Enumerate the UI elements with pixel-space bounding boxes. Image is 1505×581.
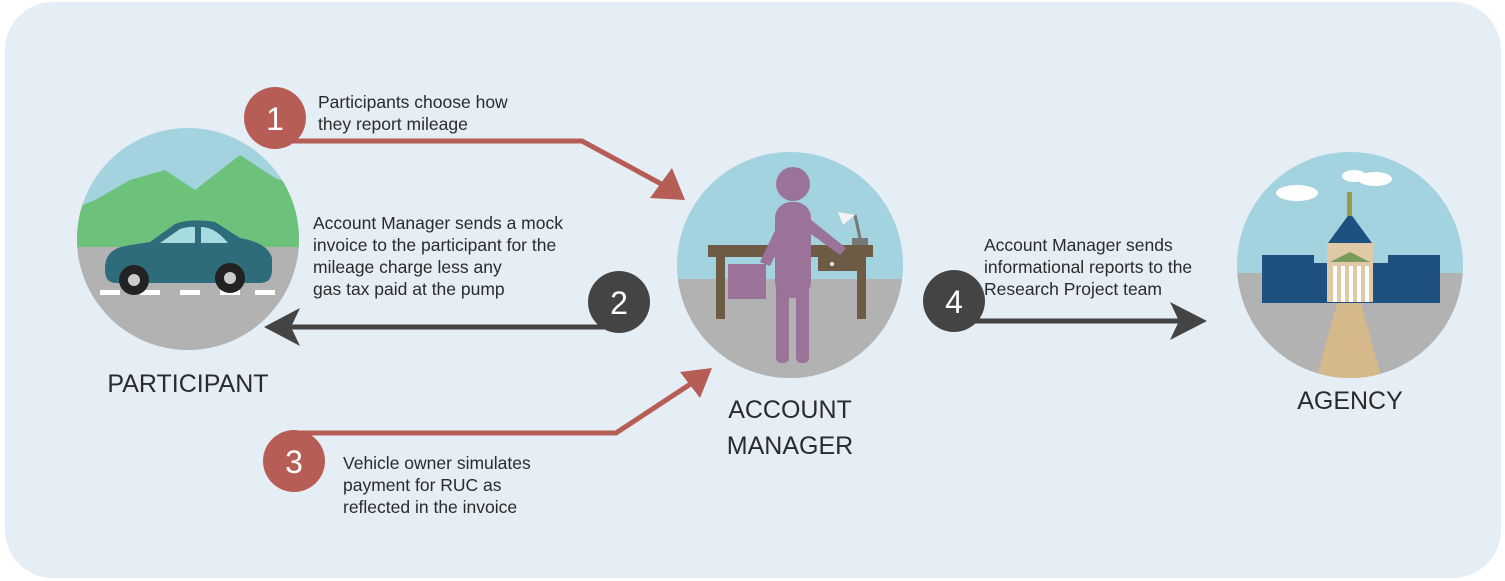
arrow-step-1: [285, 138, 685, 200]
step-4-number: 4: [945, 284, 963, 320]
agency-label-text: AGENCY: [1297, 387, 1403, 415]
arrow-step-2: [264, 308, 620, 346]
government-building-icon: [1237, 152, 1463, 378]
step-2-line: gas tax paid at the pump: [313, 279, 505, 299]
step-3-description: Vehicle owner simulates payment for RUC …: [343, 452, 531, 518]
step-3-line: Vehicle owner simulates: [343, 453, 531, 473]
step-2-line: mileage charge less any: [313, 257, 502, 277]
step-1-line: they report mileage: [318, 114, 468, 134]
step-2-line: Account Manager sends a mock: [313, 213, 563, 233]
participant-label: PARTICIPANT: [88, 366, 288, 402]
participant-label-text: PARTICIPANT: [107, 370, 269, 398]
arrow-step-4: [950, 302, 1207, 340]
car-scene-icon: [77, 128, 299, 350]
step-4-description: Account Manager sends informational repo…: [984, 234, 1192, 300]
step-4-line: Account Manager sends: [984, 235, 1173, 255]
step-1-badge: 1: [244, 87, 306, 149]
account-manager-label-line: MANAGER: [726, 432, 854, 460]
step-3-badge: 3: [263, 430, 325, 492]
step-2-description: Account Manager sends a mock invoice to …: [313, 212, 563, 300]
step-1-description: Participants choose how they report mile…: [318, 91, 508, 135]
step-3-line: payment for RUC as: [343, 475, 502, 495]
step-3-line: reflected in the invoice: [343, 497, 518, 517]
step-4-line: informational reports to the: [984, 257, 1193, 277]
step-2-line: invoice to the participant for the: [313, 235, 557, 255]
person-at-desk-icon: [677, 152, 903, 378]
step-1-line: Participants choose how: [318, 92, 508, 112]
account-manager-label-line: ACCOUNT: [728, 396, 852, 424]
step-4-badge: 4: [923, 270, 985, 332]
arrow-step-3: [300, 368, 712, 436]
step-3-number: 3: [285, 444, 303, 480]
step-2-badge: 2: [588, 271, 650, 333]
step-2-number: 2: [610, 285, 628, 321]
step-1-number: 1: [266, 101, 284, 137]
step-4-line: Research Project team: [984, 279, 1162, 299]
agency-label: AGENCY: [1250, 383, 1450, 419]
account-manager-label: ACCOUNT MANAGER: [690, 392, 890, 464]
